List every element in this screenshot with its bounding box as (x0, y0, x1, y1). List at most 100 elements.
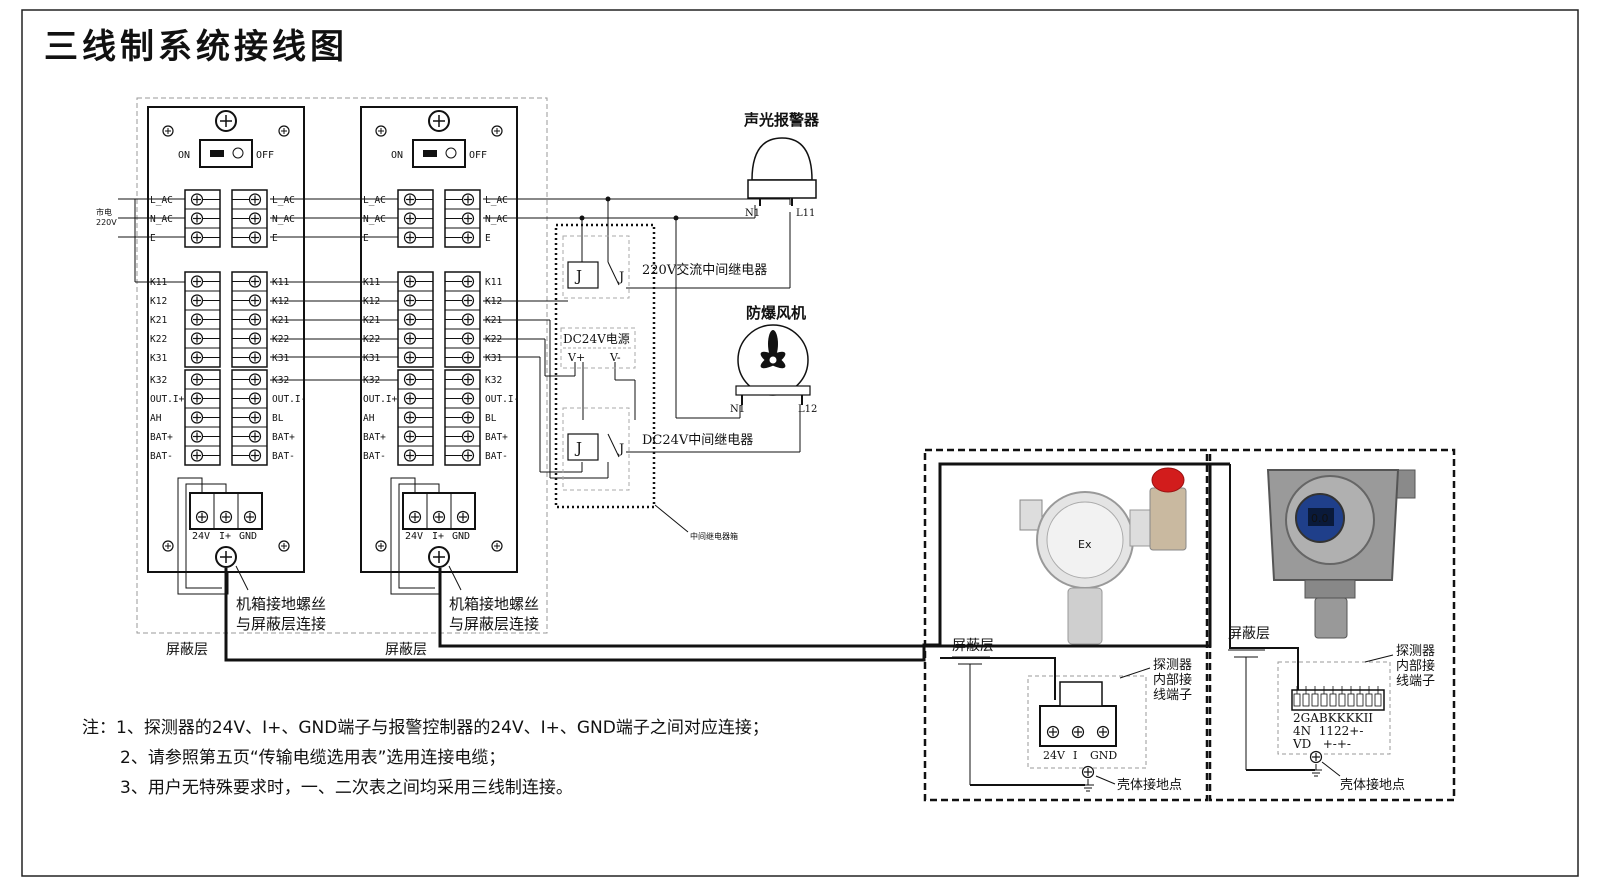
terminal-screw-icon (461, 449, 475, 462)
detector-1-terminal-label-3: 线端子 (1153, 688, 1192, 703)
terminal-screw-icon (461, 373, 475, 386)
detector-2-screen-value: 0.0 (1311, 512, 1329, 525)
terminal-label-left: E (150, 233, 156, 244)
terminal-label-left: BAT+ (363, 432, 386, 443)
controllers-enclosure (136, 97, 548, 634)
terminal-label-left: BAT- (150, 451, 173, 462)
terminal-screw-icon (190, 275, 204, 288)
detector-2-terminal-strip (1291, 686, 1385, 711)
fan-pin-n1: N1 (730, 404, 745, 415)
terminal-label-right: K31 (272, 353, 289, 364)
detector-1-image: Ex (1019, 467, 1187, 645)
terminal-screw-icon (190, 411, 204, 424)
detector-2-terminal-col-2: 4N 1122+- (1293, 724, 1363, 738)
detector-box-1 (923, 448, 1209, 802)
terminal-label-right: K32 (485, 375, 502, 386)
note-3: 3、用户无特殊要求时，一、二次表之间均采用三线制连接。 (120, 778, 573, 798)
ground-screw-label-2: 与屏蔽层连接 (236, 615, 326, 633)
power-switch[interactable] (412, 139, 466, 168)
alarm-label: 声光报警器 (743, 111, 820, 129)
detector-2-terminal-label-1: 探测器 (1396, 644, 1435, 659)
terminal-label-left: BAT- (363, 451, 386, 462)
switch-off-label: OFF (469, 150, 487, 161)
terminal-label-right: OUT.I- (485, 394, 519, 405)
terminal-label-right: N_AC (485, 214, 508, 225)
terminal-label-left: E (363, 233, 369, 244)
terminal-screw-icon (403, 392, 417, 405)
terminal-screw-icon (403, 373, 417, 386)
terminal-screw-icon (190, 392, 204, 405)
terminal-screw-icon (190, 351, 204, 364)
bottom-terminal-label: 24V (405, 531, 423, 542)
terminal-screw-icon (190, 373, 204, 386)
detector-2-terminal-label-3: 线端子 (1396, 674, 1435, 689)
terminal-screw-icon (190, 313, 204, 326)
relay-ac-label: 220V交流中间继电器 (642, 262, 767, 278)
detector-2-terminal-col-3: VD +-+- (1292, 737, 1351, 751)
terminal-screw-icon (456, 510, 470, 524)
terminal-screw-icon (248, 275, 262, 288)
page-title: 三线制系统接线图 (44, 27, 348, 67)
terminal-screw-icon (461, 411, 475, 424)
terminal-label-right: BAT- (272, 451, 295, 462)
terminal-screw-icon (243, 510, 257, 524)
mains-label-line2: 220V (96, 218, 117, 227)
terminal-screw-icon (219, 510, 233, 524)
terminal-label-left: K21 (150, 315, 167, 326)
ground-screw-label-2: 与屏蔽层连接 (449, 615, 539, 633)
note-2: 2、请参照第五页“传输电缆选用表”选用连接电缆； (120, 748, 505, 768)
terminal-screw-icon (248, 212, 262, 225)
relay-coil-dc-label: J (574, 439, 582, 457)
terminal-screw-icon (248, 313, 262, 326)
terminal-label-right: BAT- (485, 451, 508, 462)
terminal-label-right: E (485, 233, 491, 244)
alarm-pin-n1: N1 (745, 208, 760, 219)
power-switch[interactable] (199, 139, 253, 168)
detector-2-shield-label: 屏蔽层 (1228, 626, 1270, 642)
terminal-screw-icon (403, 275, 417, 288)
dc-supply-vplus: V+ (567, 351, 585, 364)
detector-2-terminal-label-2: 内部接 (1396, 658, 1435, 674)
terminal-label-right: BL (272, 413, 284, 424)
terminal-screw-icon (248, 449, 262, 462)
terminal-screw-icon (403, 430, 417, 443)
terminal-screw-icon (403, 411, 417, 424)
detector-1-terminal-gnd: GND (1090, 749, 1117, 762)
terminal-screw-icon (432, 510, 446, 524)
mount-screw-icon (162, 540, 174, 552)
terminal-screw-icon (403, 351, 417, 364)
detector-1-terminal-label-2: 内部接 (1153, 672, 1192, 688)
terminal-label-left: K31 (363, 353, 380, 364)
terminal-label-right: BAT+ (485, 432, 508, 443)
note-1: 注：1、探测器的24V、I+、GND端子与报警控制器的24V、I+、GND端子之… (82, 718, 769, 738)
detector-1-ground-label: 壳体接地点 (1117, 777, 1182, 793)
terminal-label-left: K22 (150, 334, 167, 345)
terminal-screw-icon (461, 351, 475, 364)
terminal-label-right: E (272, 233, 278, 244)
switch-on-label: ON (391, 150, 403, 161)
terminal-label-right: K31 (485, 353, 502, 364)
detector-box-2 (1208, 448, 1456, 802)
terminal-label-left: AH (150, 413, 162, 424)
terminal-label-left: OUT.I+ (363, 394, 398, 405)
terminal-label-left: AH (363, 413, 375, 424)
terminal-label-left: K31 (150, 353, 167, 364)
terminal-screw-icon (248, 193, 262, 206)
terminal-screw-icon (461, 294, 475, 307)
mount-screw-icon (491, 125, 503, 137)
mains-label-line1: 市电 (96, 207, 112, 217)
terminal-screw-icon (403, 193, 417, 206)
svg-text:J: J (617, 442, 624, 457)
detector-1-terminal-i: I (1073, 749, 1077, 762)
detector-2-terminal-col-1: 2GABKKKKII (1293, 711, 1373, 725)
terminal-screw-icon (190, 332, 204, 345)
terminal-label-right: L_AC (485, 195, 508, 206)
terminal-label-left: L_AC (150, 195, 173, 206)
terminal-label-left: K32 (150, 375, 167, 386)
terminal-screw-icon (403, 449, 417, 462)
terminal-screw-icon (403, 212, 417, 225)
